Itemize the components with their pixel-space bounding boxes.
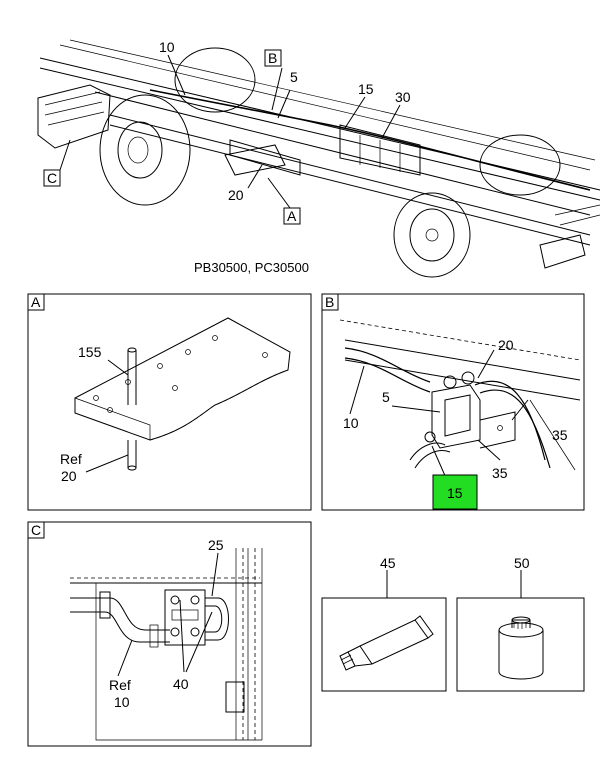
tube-icon [339, 615, 434, 671]
detail-b-label-20: 20 [498, 337, 514, 353]
leader-b-10 [349, 365, 365, 415]
chassis-illustration [37, 39, 601, 278]
detail-b-frame [321, 293, 585, 511]
part-45-label: 45 [380, 555, 396, 571]
detail-a-plate [74, 317, 291, 471]
detail-a-label-20: 20 [61, 468, 77, 484]
callout-a-box [283, 207, 301, 225]
detail-b-tag: B [325, 294, 334, 310]
leader-c-40b [185, 611, 213, 673]
detail-c-label-ref: Ref [109, 677, 131, 693]
detail-c-assembly [70, 548, 263, 741]
detail-a-tag: A [31, 294, 41, 310]
callout-15: 15 [358, 81, 374, 97]
callout-a: A [287, 208, 297, 224]
leader-a-155 [107, 359, 129, 376]
detail-a-tag-box [27, 293, 45, 311]
detail-c-label-10: 10 [114, 694, 130, 710]
leader-b-35b [477, 439, 501, 461]
detail-b-label-35b: 35 [492, 465, 508, 481]
detail-b-label-15[interactable]: 15 [447, 485, 463, 501]
callout-b: B [268, 50, 277, 66]
detail-c-tag-box [27, 521, 45, 539]
callout-b-box [264, 49, 282, 67]
part-50-box[interactable] [456, 597, 585, 692]
callout-20: 20 [228, 187, 244, 203]
leader-b-35a [511, 399, 529, 421]
detail-a-label-155: 155 [78, 344, 102, 360]
leader-b-5 [391, 405, 441, 413]
leader-b-15 [431, 445, 447, 479]
detail-b-label-10: 10 [343, 415, 359, 431]
part-45-box[interactable] [321, 597, 447, 692]
leader-c-25 [211, 552, 219, 597]
callout-5: 5 [290, 69, 298, 85]
leader-c-10 [117, 639, 133, 677]
detail-b-tag-box [321, 293, 339, 311]
callout-c-box [43, 169, 61, 187]
detail-a-label-ref: Ref [60, 451, 82, 467]
detail-b-label-35a: 35 [552, 427, 568, 443]
model-caption: PB30500, PC30500 [194, 260, 309, 275]
detail-c-tag: C [31, 522, 41, 538]
callout-c: C [47, 170, 57, 186]
part-50-label: 50 [514, 555, 530, 571]
leader-b-20 [477, 349, 495, 379]
detail-c-label-40: 40 [173, 676, 189, 692]
callout-30: 30 [395, 89, 411, 105]
detail-b-label-5: 5 [382, 389, 390, 405]
can-icon [498, 616, 544, 680]
detail-c-label-25: 25 [208, 537, 224, 553]
leader-c-40a [179, 599, 185, 673]
detail-c-frame [27, 521, 312, 747]
leader-a-20 [85, 454, 129, 473]
detail-b-highlight[interactable] [432, 474, 478, 510]
detail-b-assembly [339, 319, 581, 471]
callout-10: 10 [159, 39, 175, 55]
